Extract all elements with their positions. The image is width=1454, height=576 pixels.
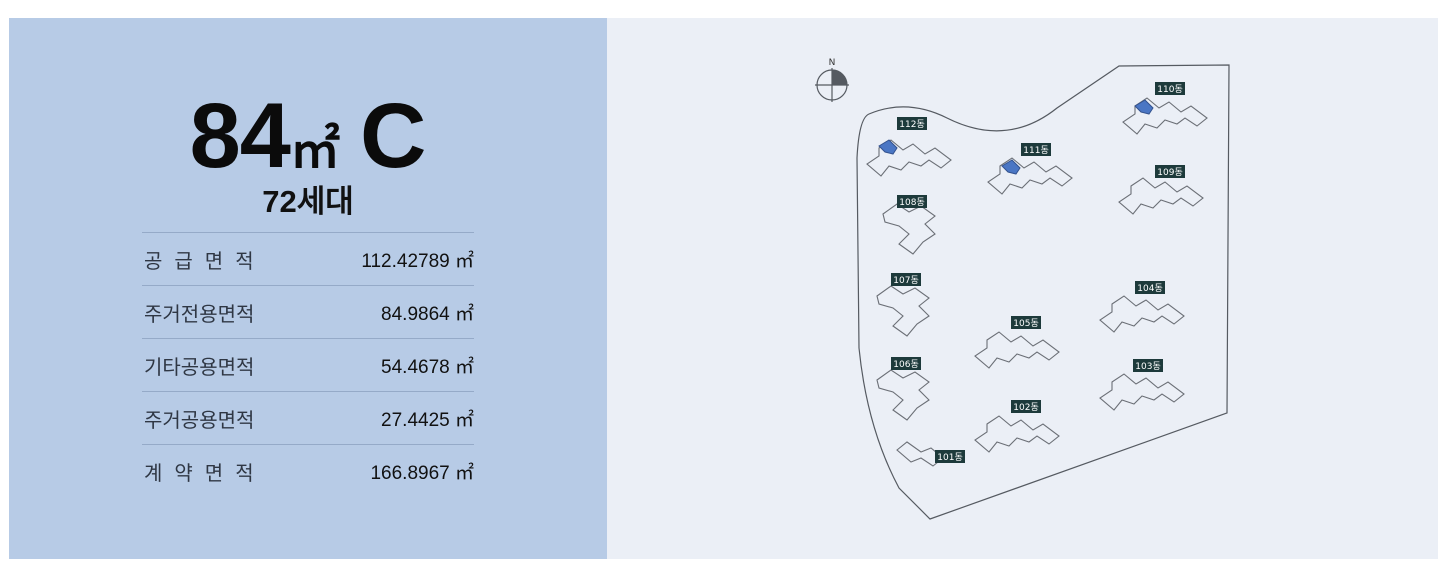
- household-count: 72세대: [262, 184, 354, 219]
- building-112[interactable]: 112동: [866, 117, 952, 177]
- compass-label: N: [829, 58, 836, 68]
- unit-size: 84: [189, 85, 291, 187]
- area-row-contract: 계약면적 166.8967 ㎡: [142, 444, 474, 497]
- area-row-residential-common: 주거공용면적 27.4425 ㎡: [142, 391, 474, 444]
- building-107[interactable]: 107동: [876, 273, 930, 337]
- svg-text:101동: 101동: [937, 452, 962, 463]
- area-row-supply: 공급면적 112.42789 ㎡: [142, 232, 474, 285]
- area-label: 계약면적: [144, 462, 266, 485]
- area-label: 주거전용면적: [144, 303, 255, 326]
- area-table: 공급면적 112.42789 ㎡ 주거전용면적 84.9864 ㎡ 기타공용면적…: [142, 232, 474, 497]
- svg-text:105동: 105동: [1013, 318, 1038, 329]
- site-map-panel: N 112동 111동 110동 109동: [607, 18, 1438, 559]
- site-boundary: [856, 64, 1230, 520]
- area-row-exclusive: 주거전용면적 84.9864 ㎡: [142, 285, 474, 338]
- building-109[interactable]: 109동: [1118, 165, 1204, 215]
- building-106[interactable]: 106동: [876, 357, 930, 421]
- building-103[interactable]: 103동: [1099, 359, 1185, 411]
- svg-text:106동: 106동: [893, 359, 918, 370]
- svg-text:103동: 103동: [1135, 361, 1160, 372]
- area-value: 27.4425 ㎡: [381, 409, 474, 431]
- area-row-other-common: 기타공용면적 54.4678 ㎡: [142, 338, 474, 391]
- building-110[interactable]: 110동: [1122, 82, 1208, 135]
- area-label: 주거공용면적: [144, 409, 255, 432]
- area-value: 84.9864 ㎡: [381, 303, 474, 325]
- area-label: 공급면적: [144, 250, 266, 273]
- unit-symbol: ㎡: [289, 122, 340, 178]
- building-108[interactable]: 108동: [882, 195, 936, 255]
- building-104[interactable]: 104동: [1099, 281, 1185, 333]
- building-102[interactable]: 102동: [974, 400, 1060, 453]
- svg-text:112동: 112동: [899, 119, 924, 130]
- building-101[interactable]: 101동: [896, 441, 965, 467]
- site-map: N 112동 111동 110동 109동: [815, 58, 1230, 520]
- area-value: 54.4678 ㎡: [381, 356, 474, 378]
- north-compass-icon: N: [815, 58, 849, 102]
- svg-text:108동: 108동: [899, 197, 924, 208]
- building-111[interactable]: 111동: [987, 143, 1073, 195]
- area-value: 112.42789 ㎡: [361, 250, 474, 272]
- svg-text:109동: 109동: [1157, 167, 1182, 178]
- svg-text:111동: 111동: [1023, 145, 1048, 156]
- area-label: 기타공용면적: [144, 356, 255, 379]
- svg-text:110동: 110동: [1157, 84, 1182, 95]
- svg-text:104동: 104동: [1137, 283, 1162, 294]
- building-105[interactable]: 105동: [974, 316, 1060, 369]
- unit-variant: C: [359, 85, 427, 187]
- svg-text:102동: 102동: [1013, 402, 1038, 413]
- svg-text:107동: 107동: [893, 275, 918, 286]
- area-value: 166.8967 ㎡: [370, 462, 474, 484]
